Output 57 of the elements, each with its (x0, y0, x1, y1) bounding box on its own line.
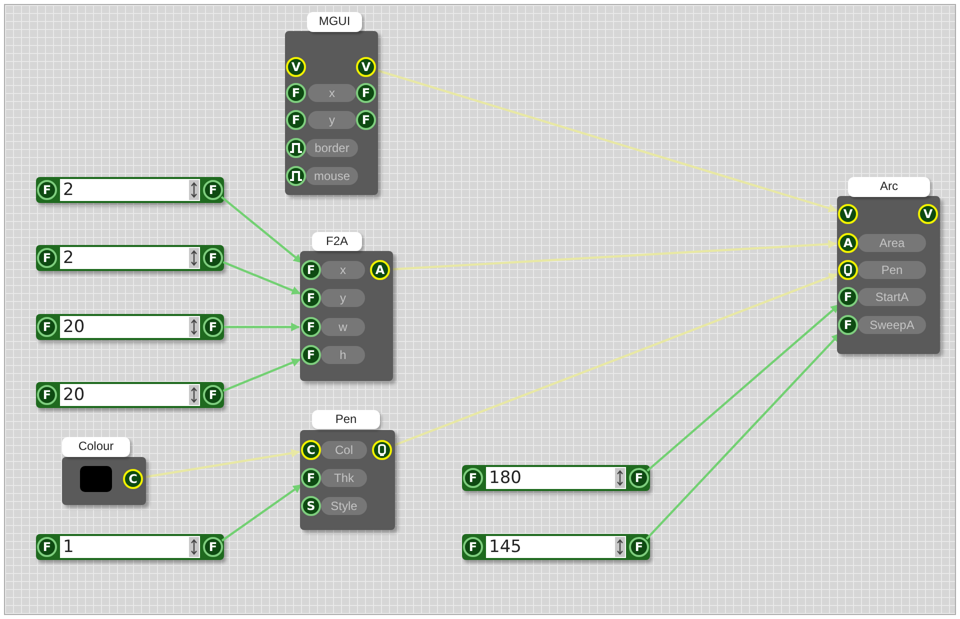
number-field: 2 (60, 247, 200, 269)
connector-arrow (376, 69, 838, 212)
number-field: 20 (60, 316, 200, 338)
module-title: Arc (848, 177, 930, 197)
port-connector: F (463, 537, 483, 557)
port-label: x (321, 261, 365, 279)
module-title: Colour (62, 437, 130, 457)
port-label: w (321, 318, 365, 336)
port-label: Style (321, 497, 367, 515)
port-label: x (308, 84, 356, 102)
module-title: Pen (312, 410, 380, 429)
port-label: StartA (858, 288, 926, 306)
port-connector: F (629, 537, 649, 557)
port-label: Area (858, 234, 926, 252)
module-title: MGUI (307, 12, 362, 32)
port-connector: F (629, 468, 649, 488)
port-connector: F (203, 385, 223, 405)
number-input-bar (36, 534, 224, 560)
connector-arrow (222, 358, 301, 392)
port-connector: F (203, 537, 223, 557)
port-label: h (321, 346, 365, 364)
number-input-bar (462, 534, 650, 560)
connector-arrow (224, 322, 300, 332)
number-input-bar (36, 382, 224, 408)
number-field: 1 (60, 536, 200, 558)
connector-arrow (221, 484, 302, 542)
connector-arrow (390, 240, 837, 270)
port-label: y (308, 111, 356, 129)
connector-arrow (646, 304, 840, 472)
port-connector: F (203, 248, 223, 268)
port-label: mouse (306, 167, 358, 185)
number-input-bar (462, 465, 650, 491)
number-field: 2 (60, 179, 200, 201)
port-connector: F (463, 468, 483, 488)
port-label: SweepA (858, 316, 926, 334)
port-connector: F (37, 385, 57, 405)
connector-arrow (220, 196, 302, 264)
port-label: border (306, 139, 358, 157)
connector-arrow (222, 261, 301, 295)
port-connector: F (203, 317, 223, 337)
number-field: 145 (486, 536, 626, 558)
port-label: y (321, 289, 365, 307)
number-input-bar (36, 314, 224, 340)
module-title: F2A (312, 232, 362, 251)
port-connector: F (37, 317, 57, 337)
number-input-bar (36, 177, 224, 203)
number-field: 180 (486, 467, 626, 489)
number-field: 20 (60, 384, 200, 406)
port-label: Thk (321, 469, 367, 487)
port-connector: F (203, 180, 223, 200)
connector-arrow (144, 448, 300, 478)
number-input-bar (36, 245, 224, 271)
port-connector: F (37, 248, 57, 268)
port-label: Pen (858, 261, 926, 279)
port-connector: F (37, 537, 57, 557)
port-label: Col (321, 441, 367, 459)
port-connector: F (37, 180, 57, 200)
